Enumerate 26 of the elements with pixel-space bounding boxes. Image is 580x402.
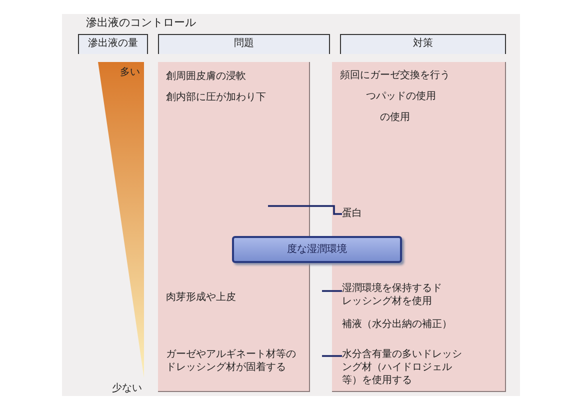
list-text: ガーゼやアルギネート材等のドレッシング材が固着する [166, 348, 299, 376]
list-text: 水分含有量の多いドレッシング材（ハイドロジェル等）を使用する [342, 348, 466, 390]
list-text: 蛋白 [342, 207, 382, 221]
list-text: 肉芽形成や上皮 [166, 291, 306, 305]
list-text: 頻回にガーゼ交換を行う [340, 69, 500, 83]
list-text: 湿潤環境を保持するドレッシング材を使用 [342, 282, 446, 310]
column-header [340, 34, 506, 54]
connector-line [268, 205, 342, 215]
list-text: 創内部に圧が加わり下 [166, 91, 306, 105]
column-header [158, 34, 330, 54]
label-text: 滲出液の量 [88, 38, 138, 49]
label-text: 多い [120, 67, 140, 78]
diagram-title: 滲出液のコントロール [86, 16, 196, 29]
label-text: 度な湿潤環境 [287, 244, 347, 255]
list-text: つパッドの使用 [366, 90, 496, 104]
column-header [78, 34, 148, 54]
list-text: の使用 [380, 111, 500, 125]
amount-wedge [98, 62, 144, 378]
list-text: 補液（水分出納の補正） [342, 318, 502, 332]
label-text: 問題 [234, 38, 254, 49]
scale-label: 少ない [112, 382, 142, 395]
list-text: 創周囲皮膚の浸軟 [166, 70, 306, 84]
banner-box [232, 236, 402, 263]
connector-line [322, 290, 342, 292]
label-text: 対策 [413, 38, 433, 49]
connector-line [322, 355, 342, 357]
